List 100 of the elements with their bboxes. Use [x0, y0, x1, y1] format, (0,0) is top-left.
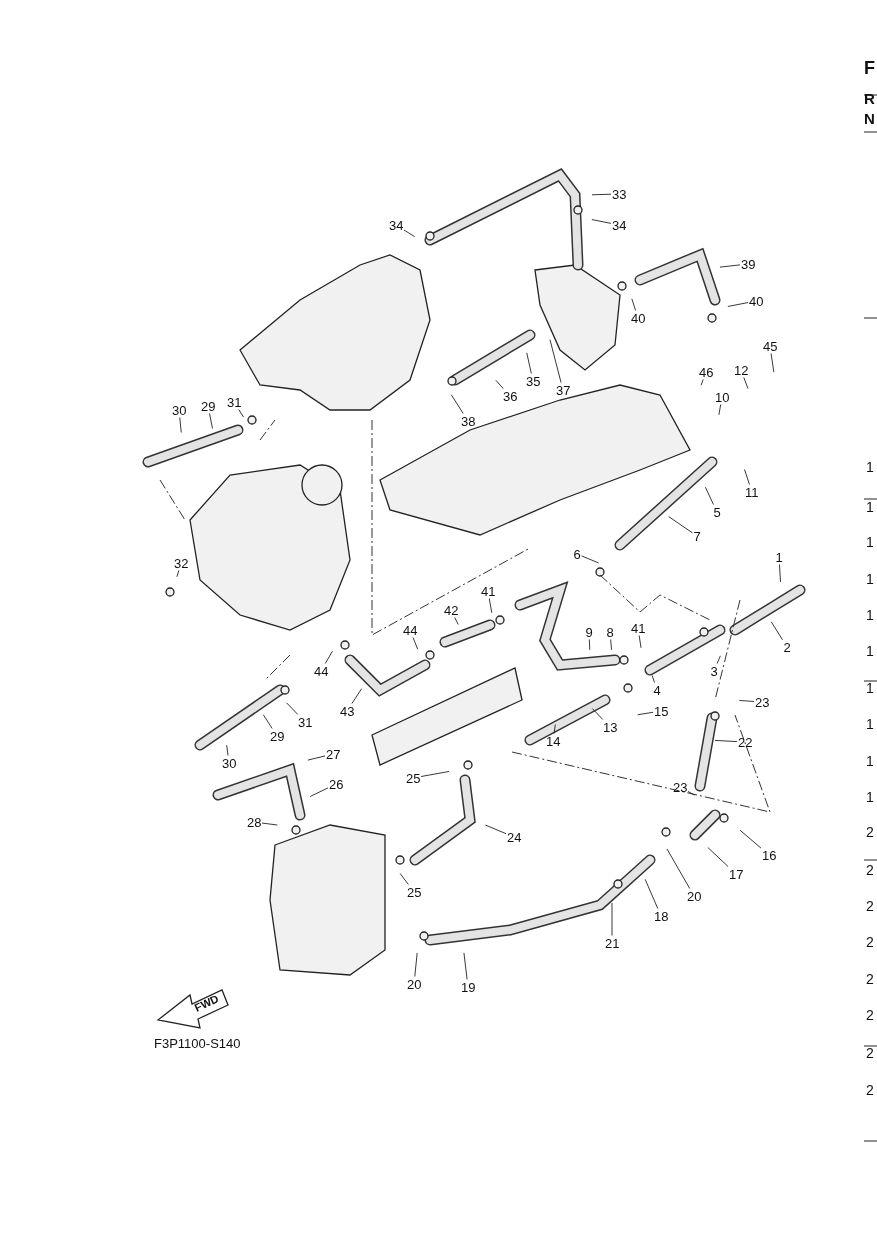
row-number-fragment: 2: [866, 1007, 874, 1023]
callout-number: 20: [686, 888, 703, 904]
callout-number: 32: [173, 555, 190, 571]
row-number-fragment: 2: [866, 1045, 874, 1061]
leader-line: [403, 229, 416, 238]
leader-line: [770, 353, 775, 373]
leader-line: [261, 822, 278, 826]
drawing-code: F3P1100-S140: [154, 1036, 241, 1051]
callout-number: 34: [611, 217, 628, 233]
callout-number: 41: [480, 583, 497, 599]
callout-number: 43: [339, 703, 356, 719]
leader-line: [484, 824, 507, 835]
heading-fragment: R: [864, 90, 875, 107]
leader-line: [744, 469, 750, 485]
callout-number: 44: [313, 663, 330, 679]
leader-line: [414, 952, 418, 977]
callout-number: 39: [740, 256, 757, 272]
direction-label: FWD: [192, 992, 221, 1014]
callout-number: 3: [709, 663, 719, 679]
callout-number: 4: [652, 682, 662, 698]
callout-number: 30: [171, 402, 188, 418]
leader-line: [770, 621, 783, 641]
callout-number: 37: [555, 382, 572, 398]
callout-number: 44: [402, 622, 419, 638]
leader-line: [495, 379, 504, 389]
row-number-fragment: 2: [866, 971, 874, 987]
leader-line: [739, 829, 762, 849]
heading-fragment: F: [864, 58, 875, 79]
callout-number: 41: [630, 620, 647, 636]
callout-number: 40: [630, 310, 647, 326]
callout-number: 18: [653, 908, 670, 924]
callout-number: 6: [572, 546, 582, 562]
callout-number: 19: [460, 979, 477, 995]
leader-line: [324, 650, 333, 664]
callout-number: 38: [460, 413, 477, 429]
leader-line: [666, 848, 691, 889]
leader-line: [638, 635, 642, 649]
leader-line: [488, 598, 493, 614]
row-number-fragment: 1: [866, 643, 874, 659]
row-number-fragment: 2: [866, 1082, 874, 1098]
callout-number: 24: [506, 829, 523, 845]
leader-line: [420, 770, 450, 777]
callout-number: 35: [525, 373, 542, 389]
callout-number: 33: [611, 186, 628, 202]
leader-line: [591, 708, 604, 720]
leader-line: [553, 724, 556, 734]
callout-number: 25: [405, 770, 422, 786]
leader-line: [714, 739, 738, 743]
callout-number: 7: [692, 528, 702, 544]
callout-number: 17: [728, 866, 745, 882]
leader-line: [719, 264, 741, 268]
callout-number: 31: [297, 714, 314, 730]
callout-number: 45: [762, 338, 779, 354]
leader-line: [637, 711, 654, 716]
callout-number: 2: [782, 639, 792, 655]
leader-line: [450, 394, 464, 414]
leader-line: [209, 413, 213, 429]
leader-line: [704, 486, 714, 505]
callout-number: 12: [733, 362, 750, 378]
leader-line: [738, 700, 755, 702]
callout-number: 16: [761, 847, 778, 863]
row-number-fragment: 2: [866, 934, 874, 950]
leader-line: [238, 409, 245, 418]
heading-fragment: N: [864, 110, 875, 127]
callout-number: 11: [744, 484, 760, 500]
callout-number: 23: [754, 694, 771, 710]
leader-line: [591, 193, 612, 196]
leader-line: [412, 637, 419, 650]
leader-line: [307, 755, 326, 761]
callout-number: 25: [406, 884, 423, 900]
leader-line: [707, 847, 729, 867]
leader-line: [351, 688, 363, 704]
leader-line: [309, 787, 329, 797]
callout-number: 31: [226, 394, 243, 410]
callout-number: 29: [200, 398, 217, 414]
callout-number: 36: [502, 388, 519, 404]
leader-line: [262, 714, 273, 729]
leader-line: [727, 302, 749, 307]
row-number-fragment: 1: [866, 753, 874, 769]
row-number-fragment: 1: [866, 607, 874, 623]
callout-number: 5: [712, 504, 722, 520]
callout-number: 22: [737, 734, 754, 750]
callout-number: 30: [221, 755, 238, 771]
row-number-fragment: 1: [866, 571, 874, 587]
callout-number: 1: [774, 549, 784, 565]
leader-line: [610, 639, 612, 651]
leader-line: [176, 570, 180, 578]
leader-line: [226, 744, 229, 756]
leader-line: [716, 655, 721, 664]
row-number-fragment: 1: [866, 789, 874, 805]
leader-line: [644, 878, 659, 909]
callout-number: 9: [584, 624, 594, 640]
leader-line: [779, 564, 781, 583]
callout-number: 8: [605, 624, 615, 640]
leader-line: [591, 219, 612, 224]
callout-number: 46: [698, 364, 715, 380]
callout-number: 15: [653, 703, 670, 719]
row-number-fragment: 1: [866, 716, 874, 732]
row-number-fragment: 1: [866, 499, 874, 515]
callout-number: 13: [602, 719, 619, 735]
